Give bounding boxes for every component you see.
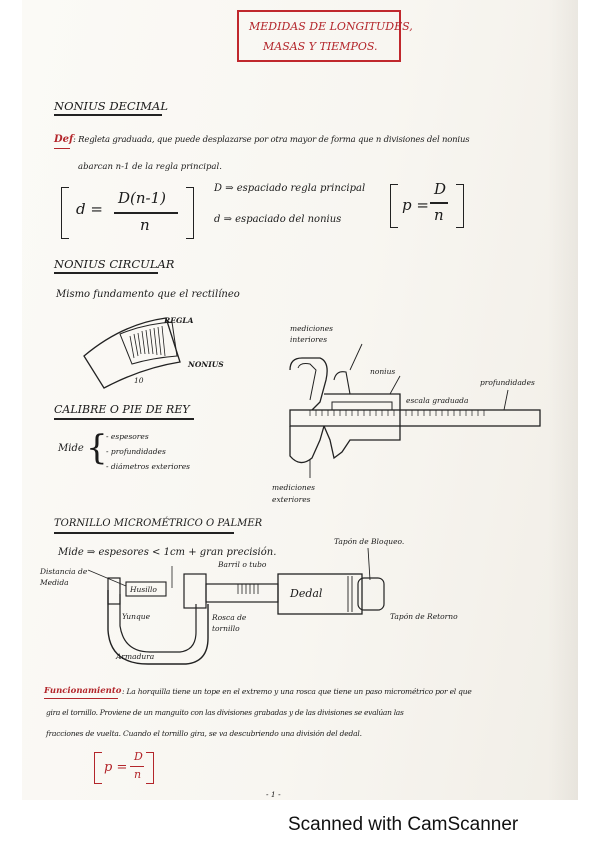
formula-bracket-right [186,187,194,239]
circular-nonius-diagram [83,317,181,389]
nonius-circular-text: Mismo fundamento que el rectilíneo [56,289,240,300]
calibre-item-1: - espesores [106,432,149,441]
label-rosca: Rosca de tornillo [212,613,247,633]
funcionamiento-line-2: gira el tornillo. Proviene de un manguit… [46,708,404,717]
title-line-1: MEDIDAS DE LONGITUDES, [249,20,413,33]
calibre-item-3: - diámetros exteriores [106,462,190,471]
formula-d-label: d = [76,200,103,218]
final-formula-bracket-left [94,752,102,784]
tick-label-10: 10 [134,376,144,385]
label-husillo: Husillo [130,585,157,594]
heading-calibre: CALIBRE O PIE DE REY [54,403,190,416]
heading-nonius-decimal: NONIUS DECIMAL [54,99,168,113]
caliper-diagram [289,343,541,478]
calibre-item-2: - profundidades [106,447,166,456]
camscanner-watermark: Scanned with CamScanner [288,814,519,835]
final-formula-bracket-right [146,752,154,784]
label-yunque: Yunque [122,612,151,621]
micrometer-diagram [87,547,385,665]
legend-d: d ⇒ espaciado del nonius [214,214,342,225]
formula-p-bracket-left [390,184,398,228]
funcionamiento-line-3: fracciones de vuelta. Cuando el tornillo… [46,729,362,738]
curly-brace: { [86,428,108,468]
def-underline [54,148,70,149]
label-regla: REGLA [164,316,194,325]
tornillo-mide: Mide ⇒ espesores < 1cm + gran precisión. [58,547,277,558]
title-box: MEDIDAS DE LONGITUDES, MASAS Y TIEMPOS. [237,10,413,62]
final-formula-p: p = [104,760,128,775]
formula-p-denominator: n [434,206,444,224]
label-tapon-trinquete: Tapón de Retorno [390,612,458,621]
formula-p-numerator: D [434,180,447,198]
final-formula-num: D [134,750,143,763]
formula-p-bracket-right [456,184,464,228]
title-line-2: MASAS Y TIEMPOS. [263,40,378,53]
legend-D: D ⇒ espaciado regla principal [214,183,366,194]
formula-p-label: p = [402,196,429,214]
label-mediciones-exteriores: mediciones exteriores [272,483,315,504]
formula-d-denominator: n [140,216,150,234]
calibre-mide: Mide [58,443,84,454]
formula-bracket-left [61,187,69,239]
label-distancia-medida: Distancia de Medida [40,567,88,587]
heading-underline [54,418,194,420]
formula-d-numerator: D(n-1) [118,189,167,207]
label-tapon-bloqueo: Tapón de Bloqueo. [334,537,405,546]
formula-fraction-line [114,212,178,214]
def-line-2: abarcan n-1 de la regla principal. [78,162,222,172]
funcionamiento-label: Funcionamiento [44,686,122,696]
final-formula-line [130,766,144,767]
label-barril: Barril o tubo [218,560,267,569]
label-nonius: NONIUS [188,360,224,369]
heading-tornillo: TORNILLO MICROMÉTRICO O PALMER [54,518,263,529]
scanned-page: MEDIDAS DE LONGITUDES, MASAS Y TIEMPOS. … [22,0,578,800]
final-formula-den: n [134,768,142,781]
label-dedal: Dedal [290,587,323,600]
label-caliper-nonius: nonius [370,367,396,376]
heading-nonius-circular: NONIUS CIRCULAR [54,257,175,271]
label-escala-graduada: escala graduada [406,396,469,405]
page-number: - 1 - [266,790,281,799]
heading-underline [54,114,162,116]
formula-p-fraction-line [430,202,448,204]
label-mediciones-interiores: mediciones interiores [290,324,333,344]
heading-underline [54,532,234,534]
heading-underline [54,272,158,274]
label-profundidades: profundidades [480,378,535,387]
def-label: Def [54,134,74,145]
funcionamiento-underline [44,698,118,699]
label-armadura: Armadura [116,652,155,661]
funcionamiento-line-1: : La horquilla tiene un tope en el extre… [122,687,472,696]
def-line-1: : Regleta graduada, que puede desplazars… [73,135,470,145]
